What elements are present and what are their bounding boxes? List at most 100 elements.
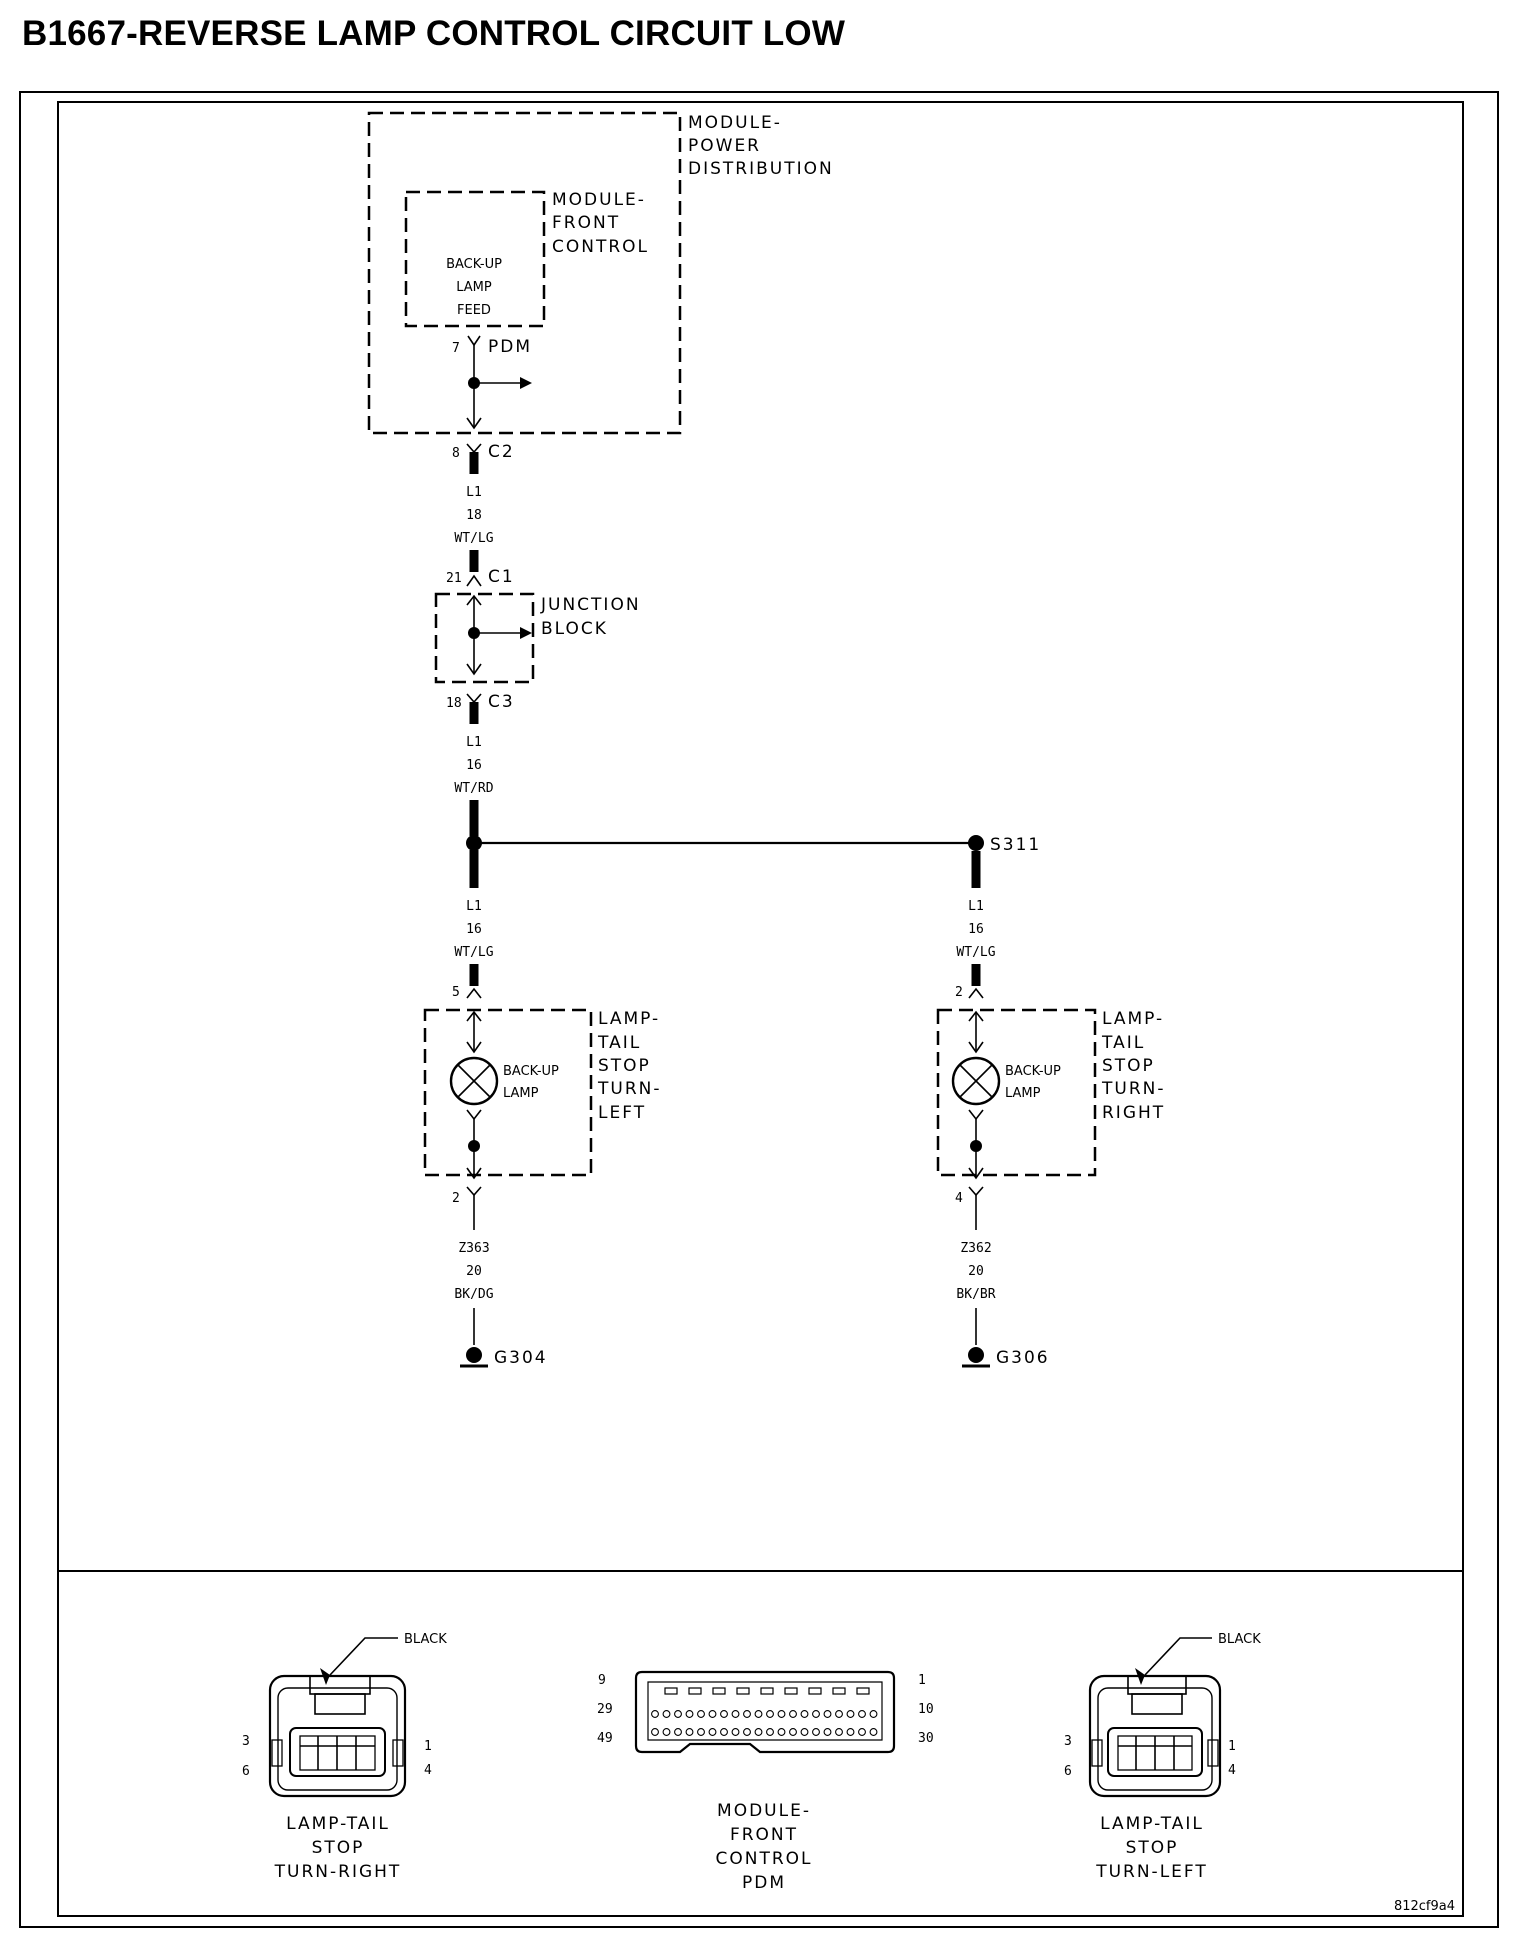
pdm-cavity bbox=[832, 1687, 846, 1695]
pdm-cavity bbox=[869, 1728, 878, 1736]
connector-left-caption-2: STOP bbox=[312, 1838, 365, 1858]
outer-frame bbox=[19, 91, 1499, 1928]
pdm-cavity bbox=[869, 1710, 878, 1718]
junction-label-1: JUNCTION bbox=[540, 595, 641, 615]
lamp-right-label-5: RIGHT bbox=[1102, 1103, 1165, 1123]
lamp-left-label-2: TAIL bbox=[597, 1033, 641, 1053]
pdm-cavity bbox=[754, 1728, 763, 1736]
right-lamp-in-connector bbox=[968, 987, 984, 999]
wire-4-gauge: 16 bbox=[968, 922, 984, 937]
wire-6-color: BK/BR bbox=[956, 1287, 995, 1302]
pdm-connector-symbol bbox=[467, 335, 481, 347]
inner-frame bbox=[57, 101, 1464, 1917]
lamp-right-label-4: TURN- bbox=[1101, 1079, 1166, 1099]
pdm-cavity bbox=[754, 1710, 763, 1718]
page-title: B1667-REVERSE LAMP CONTROL CIRCUIT LOW bbox=[22, 14, 846, 53]
backup-lamp-right-label-1: BACK-UP bbox=[1005, 1064, 1061, 1079]
lamp-left-label-1: LAMP- bbox=[598, 1009, 660, 1029]
pdm-cavity bbox=[688, 1687, 702, 1695]
backup-lamp-left-label-2: LAMP bbox=[503, 1086, 539, 1101]
backup-feed-label-2: LAMP bbox=[456, 280, 492, 295]
wire-4-circuit: L1 bbox=[968, 899, 984, 914]
pdm-cavity bbox=[846, 1728, 855, 1736]
c2-connector-symbol bbox=[466, 443, 482, 454]
connector-center-caption-4: PDM bbox=[742, 1873, 786, 1893]
pdm-label: PDM bbox=[488, 337, 532, 357]
connector-left-pin-1: 1 bbox=[424, 1739, 432, 1754]
connector-center-caption-2: FRONT bbox=[730, 1825, 798, 1845]
c2-label: C2 bbox=[488, 442, 515, 462]
right-lamp-out-connector bbox=[968, 1186, 984, 1197]
connector-left-caption-3: TURN-RIGHT bbox=[274, 1862, 402, 1882]
pdm-cavity bbox=[835, 1728, 843, 1736]
backup-lamp-right-label-2: LAMP bbox=[1005, 1086, 1041, 1101]
wire-6-circuit: Z362 bbox=[960, 1241, 991, 1256]
c1-pin: 21 bbox=[446, 571, 462, 586]
backup-lamp-right-icon bbox=[951, 1056, 1001, 1106]
pdm-face-pin-30: 30 bbox=[918, 1731, 934, 1746]
backup-lamp-left-label-1: BACK-UP bbox=[503, 1064, 559, 1079]
pdm-cavity bbox=[662, 1710, 671, 1718]
c3-pin: 18 bbox=[446, 696, 462, 711]
connector-right-caption-3: TURN-LEFT bbox=[1095, 1862, 1208, 1882]
connector-center-caption-3: CONTROL bbox=[715, 1849, 812, 1869]
pdm-cavity bbox=[835, 1710, 843, 1718]
c3-connector-symbol bbox=[466, 693, 482, 704]
pdm-cavity bbox=[651, 1728, 659, 1736]
pdm-cavity bbox=[784, 1687, 798, 1695]
connector-right-pin-1: 1 bbox=[1228, 1739, 1236, 1754]
pdm-cavity bbox=[664, 1687, 678, 1695]
connector-left-pin-6: 6 bbox=[242, 1764, 250, 1779]
pdm-cavity bbox=[731, 1710, 740, 1718]
pdm-cavity bbox=[800, 1728, 809, 1736]
pdm-cavity bbox=[743, 1710, 751, 1718]
pdm-cavity bbox=[720, 1710, 728, 1718]
ground-right-label: G306 bbox=[996, 1348, 1050, 1368]
diagram-code: 812cf9a4 bbox=[1394, 1899, 1455, 1914]
pdm-cavity bbox=[708, 1728, 717, 1736]
junction-block-box bbox=[434, 592, 535, 684]
backup-lamp-left-icon bbox=[449, 1056, 499, 1106]
pdm-cavity bbox=[731, 1728, 740, 1736]
pdm-face-pin-9: 9 bbox=[598, 1673, 606, 1688]
arrow-icon bbox=[520, 377, 532, 389]
connector-right-caption-1: LAMP-TAIL bbox=[1100, 1814, 1204, 1834]
pdm-cavity bbox=[823, 1728, 832, 1736]
pdm-cavity bbox=[743, 1728, 751, 1736]
wire-3-color: WT/LG bbox=[454, 945, 493, 960]
pdm-cavity bbox=[651, 1710, 659, 1718]
pdm-face-pin-49: 49 bbox=[597, 1731, 613, 1746]
pdm-cavity bbox=[760, 1687, 774, 1695]
pdm-cavity bbox=[856, 1687, 870, 1695]
right-in-pin: 2 bbox=[955, 985, 963, 1000]
pdm-face-pin-1: 1 bbox=[918, 1673, 926, 1688]
connector-left-pin-4: 4 bbox=[424, 1763, 432, 1778]
connector-left-caption-1: LAMP-TAIL bbox=[286, 1814, 390, 1834]
pdm-cavity bbox=[766, 1728, 774, 1736]
module-front-control-box bbox=[404, 190, 546, 328]
wire-1-circuit: L1 bbox=[466, 485, 482, 500]
c1-connector-symbol bbox=[466, 574, 482, 587]
wire-6-gauge: 20 bbox=[968, 1264, 984, 1279]
pdm-cavity bbox=[685, 1710, 694, 1718]
wire-1-gauge: 18 bbox=[466, 508, 482, 523]
connector-right-pin-3: 3 bbox=[1064, 1734, 1072, 1749]
lamp-left-label-3: STOP bbox=[598, 1056, 651, 1076]
connector-right-pin-4: 4 bbox=[1228, 1763, 1236, 1778]
lamp-right-box bbox=[936, 1008, 1097, 1177]
connector-left-color: BLACK bbox=[404, 1632, 447, 1647]
pdm-pin: 7 bbox=[452, 341, 460, 356]
pdm-cavity bbox=[777, 1728, 786, 1736]
connector-left-pin-3: 3 bbox=[242, 1734, 250, 1749]
pdm-cavity bbox=[697, 1728, 705, 1736]
pdm-cavity bbox=[712, 1687, 726, 1695]
module-fc-label-1: MODULE- bbox=[552, 190, 646, 210]
pdm-face-pin-29: 29 bbox=[597, 1702, 613, 1717]
ground-left-label: G304 bbox=[494, 1348, 548, 1368]
left-lamp-out-connector bbox=[466, 1186, 482, 1197]
wire-1-color: WT/LG bbox=[454, 531, 493, 546]
pdm-cavity bbox=[736, 1687, 750, 1695]
wire-4-color: WT/LG bbox=[956, 945, 995, 960]
pdm-cavity bbox=[812, 1710, 820, 1718]
pdm-cavity bbox=[800, 1710, 809, 1718]
